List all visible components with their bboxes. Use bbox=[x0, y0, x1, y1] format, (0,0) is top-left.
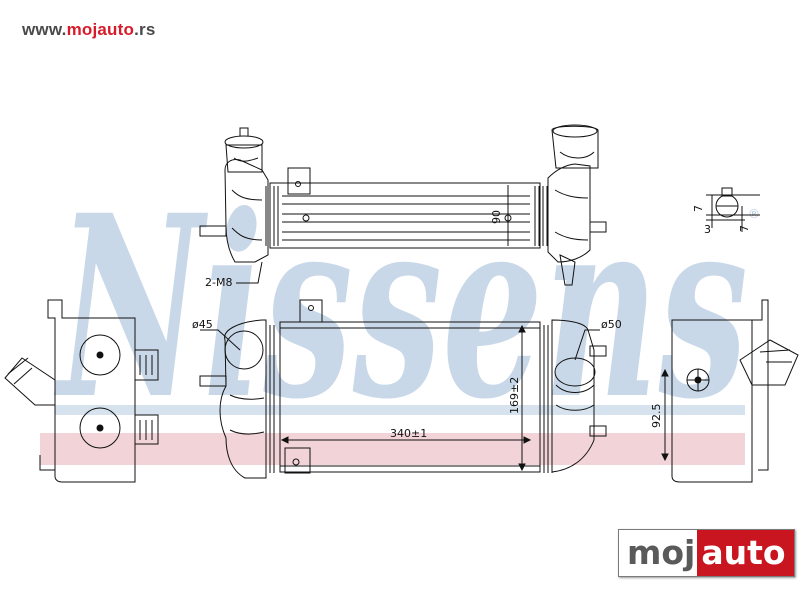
d50-leader bbox=[574, 329, 600, 361]
dim-detail-a: 7 bbox=[692, 205, 705, 212]
left-side-body bbox=[47, 299, 136, 483]
line-work bbox=[4, 124, 799, 483]
right-side-view bbox=[661, 299, 799, 483]
dim-core-width: 340±1 bbox=[390, 427, 427, 440]
left-side-view bbox=[4, 299, 159, 483]
site-url-suffix: .rs bbox=[134, 20, 156, 39]
site-url-brand: mojauto bbox=[66, 20, 135, 39]
watermark-registered-mark: ® bbox=[748, 207, 760, 221]
m8-leader bbox=[236, 261, 263, 284]
dim-outlet-diameter: ø50 bbox=[601, 318, 622, 331]
dim-core-height: 169±2 bbox=[508, 377, 521, 414]
front-left-tank bbox=[219, 319, 267, 479]
right-side-body bbox=[671, 319, 753, 483]
dim-height-top: 90 bbox=[490, 210, 503, 224]
bolt-detail bbox=[706, 187, 760, 232]
dim-side-depth: 92.5 bbox=[650, 404, 663, 429]
site-url-prefix: www. bbox=[22, 20, 67, 39]
logo-part-a: moj bbox=[619, 530, 698, 576]
front-view bbox=[199, 299, 607, 479]
top-left-tank bbox=[224, 159, 269, 263]
dim-detail-b: 3 bbox=[704, 223, 711, 236]
dim-inlet-diameter: ø45 bbox=[192, 318, 213, 331]
d45-leader bbox=[200, 329, 241, 351]
logo-part-b: auto bbox=[697, 530, 794, 576]
front-core bbox=[279, 321, 541, 473]
front-right-tank bbox=[551, 319, 595, 473]
top-view bbox=[199, 124, 607, 286]
watermark-blue-band bbox=[55, 405, 745, 415]
site-url[interactable]: www.mojauto.rs bbox=[22, 20, 155, 40]
watermark-text: Nissens bbox=[54, 160, 748, 454]
top-right-tank bbox=[547, 163, 591, 263]
dim-mount-bolts: 2-M8 bbox=[205, 276, 232, 289]
dim-detail-c: 7 bbox=[738, 225, 751, 232]
